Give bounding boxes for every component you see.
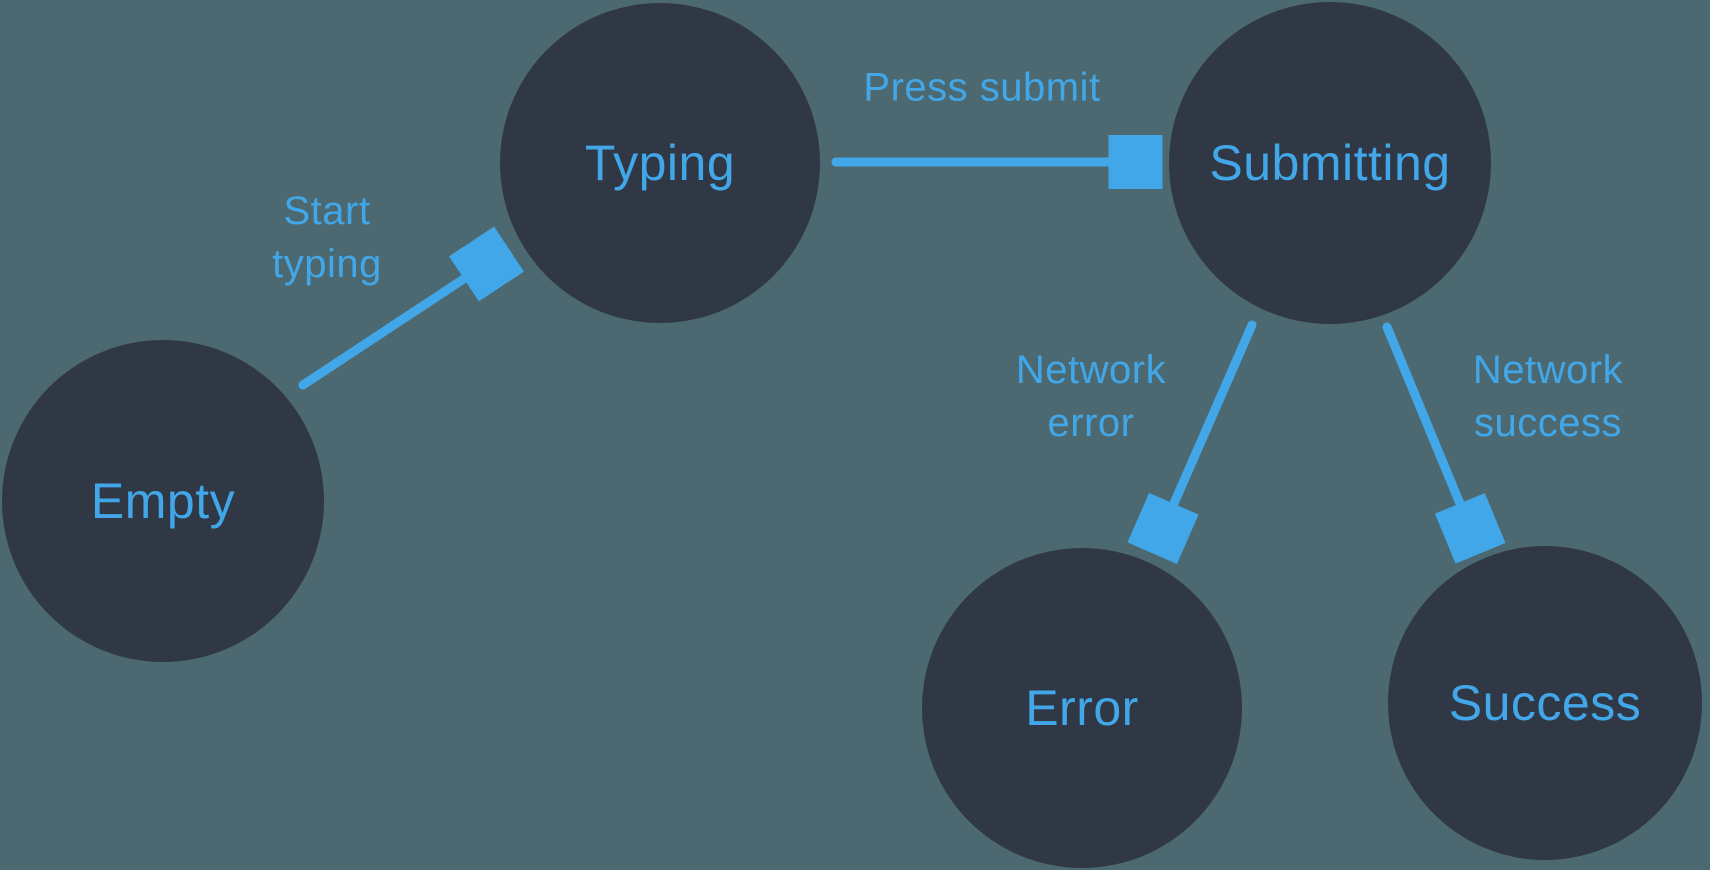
- state-node-submitting: Submitting: [1169, 2, 1491, 324]
- state-label-empty: Empty: [90, 473, 236, 529]
- state-label-typing: Typing: [584, 135, 736, 191]
- transition-label-start-typing: Start typing: [272, 189, 382, 286]
- state-node-typing: Typing: [500, 3, 820, 323]
- transition-label-network-error: Network error: [1015, 348, 1167, 445]
- transition-label-press-submit: Press submit: [863, 65, 1101, 110]
- state-node-error: Error: [922, 548, 1242, 868]
- state-label-success: Success: [1448, 675, 1642, 731]
- state-label-submitting: Submitting: [1209, 135, 1451, 191]
- state-label-error: Error: [1025, 680, 1139, 736]
- state-node-success: Success: [1388, 546, 1702, 860]
- state-node-empty: Empty: [2, 340, 324, 662]
- transition-label-network-success: Network success: [1472, 348, 1624, 445]
